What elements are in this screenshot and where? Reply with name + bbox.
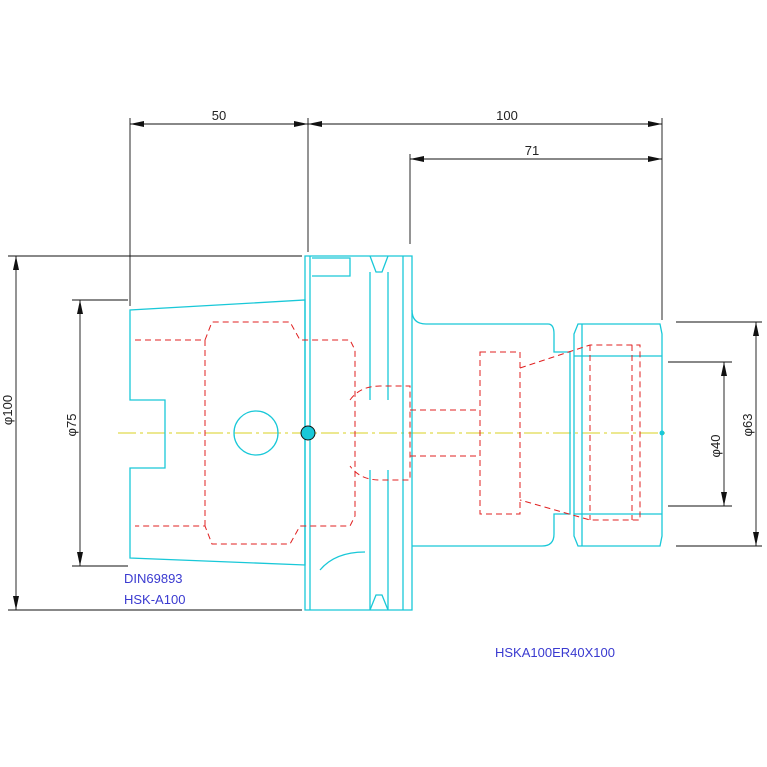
dim-label-71: 71 xyxy=(525,143,539,158)
nut-outline xyxy=(573,323,663,547)
dim-dia-collet: φ40 xyxy=(668,361,732,507)
dim-label-50: 50 xyxy=(212,108,226,123)
dim-nose-length: 71 xyxy=(409,143,662,244)
dim-dia-nut: φ63 xyxy=(676,321,762,547)
reference-point-marker xyxy=(300,425,316,441)
dim-label-100: 100 xyxy=(496,108,518,123)
hidden-lines xyxy=(135,321,641,545)
dim-label-dia100: φ100 xyxy=(0,395,15,425)
dim-flange-length: 50 xyxy=(129,108,309,306)
dim-label-dia40: φ40 xyxy=(708,435,723,458)
note-standard: DIN69893 xyxy=(124,571,183,586)
note-shank: HSK-A100 xyxy=(124,592,185,607)
note-part-number: HSKA100ER40X100 xyxy=(495,645,615,660)
flange-outline xyxy=(304,255,413,611)
dim-label-dia63: φ63 xyxy=(740,414,755,437)
dim-dia-flange: φ100 xyxy=(0,255,302,611)
dim-label-dia75: φ75 xyxy=(64,414,79,437)
coolant-hole xyxy=(233,410,279,456)
dim-total-length: 100 xyxy=(308,108,663,320)
dim-dia-taper: φ75 xyxy=(64,299,128,567)
nose-point-marker xyxy=(659,430,665,436)
body-outline xyxy=(411,309,571,547)
